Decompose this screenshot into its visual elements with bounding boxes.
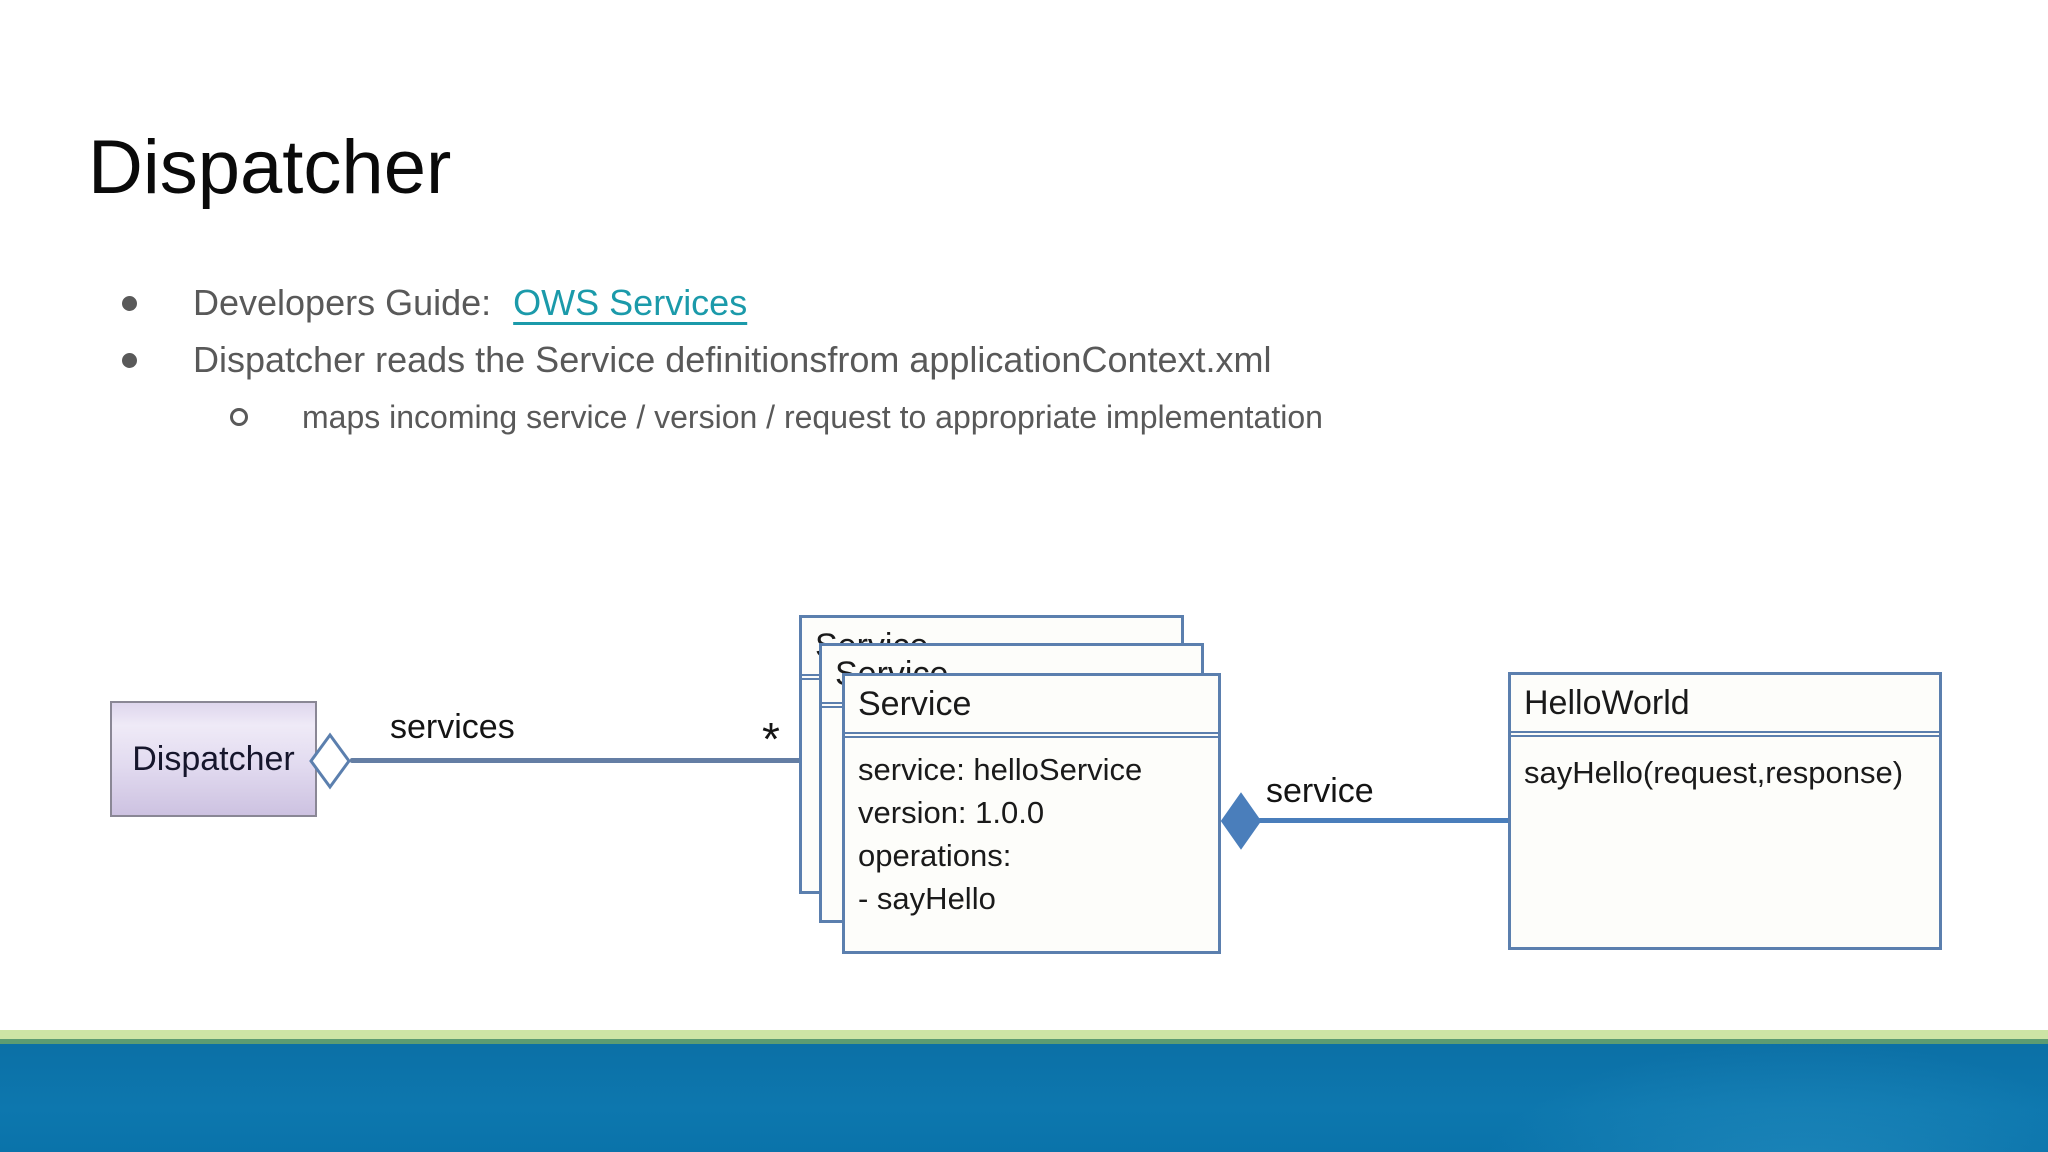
attribute-line: version: 1.0.0 — [858, 795, 1045, 830]
footer-stripe-light-green — [0, 1030, 2048, 1039]
service-association-label: service — [1266, 772, 1374, 810]
sub-bullet-item-maps-incoming: maps incoming service / version / reques… — [118, 396, 1323, 438]
class-title: Service — [845, 676, 1218, 734]
hollow-bullet-icon — [230, 408, 248, 426]
attribute-line: - sayHello — [858, 881, 996, 916]
sub-bullet-label: maps incoming service / version / reques… — [302, 398, 1323, 435]
helloworld-class-box: HelloWorld sayHello(request,response) — [1508, 672, 1942, 950]
bullet-item-dispatcher-reads: Dispatcher reads the Service definitions… — [118, 339, 1323, 381]
bullet-dot-icon — [122, 295, 137, 311]
service-class-box-front: Service service: helloService version: 1… — [842, 673, 1221, 954]
class-body: service: helloService version: 1.0.0 ope… — [845, 736, 1218, 920]
aggregation-diamond-icon — [309, 732, 351, 790]
page-title: Dispatcher — [88, 125, 452, 210]
attribute-line: operations: — [858, 838, 1012, 873]
attribute-line: service: helloService — [858, 752, 1143, 787]
footer-band-blue — [0, 1044, 2048, 1152]
services-association-label: services — [390, 708, 515, 746]
footer-stripe-dark-green — [0, 1039, 2048, 1044]
bullet-item-developers-guide: Developers Guide: OWS Services — [118, 282, 1323, 324]
services-multiplicity: * — [762, 713, 780, 765]
bullet-label: Developers Guide: — [193, 282, 492, 323]
dispatcher-class-label: Dispatcher — [132, 739, 295, 778]
dispatcher-class-box: Dispatcher — [110, 701, 317, 817]
bullet-dot-icon — [122, 352, 137, 368]
bullet-list: Developers Guide: OWS Services Dispatche… — [118, 282, 1323, 438]
services-association-line — [350, 758, 802, 763]
bullet-label: Dispatcher reads the Service definitions… — [193, 339, 1272, 380]
operation-line: sayHello(request,response) — [1524, 755, 1904, 790]
ows-services-link[interactable]: OWS Services — [513, 282, 748, 323]
service-association-line — [1258, 818, 1510, 823]
class-body: sayHello(request,response) — [1511, 735, 1939, 794]
composition-diamond-icon — [1220, 792, 1262, 850]
class-title: HelloWorld — [1511, 675, 1939, 733]
